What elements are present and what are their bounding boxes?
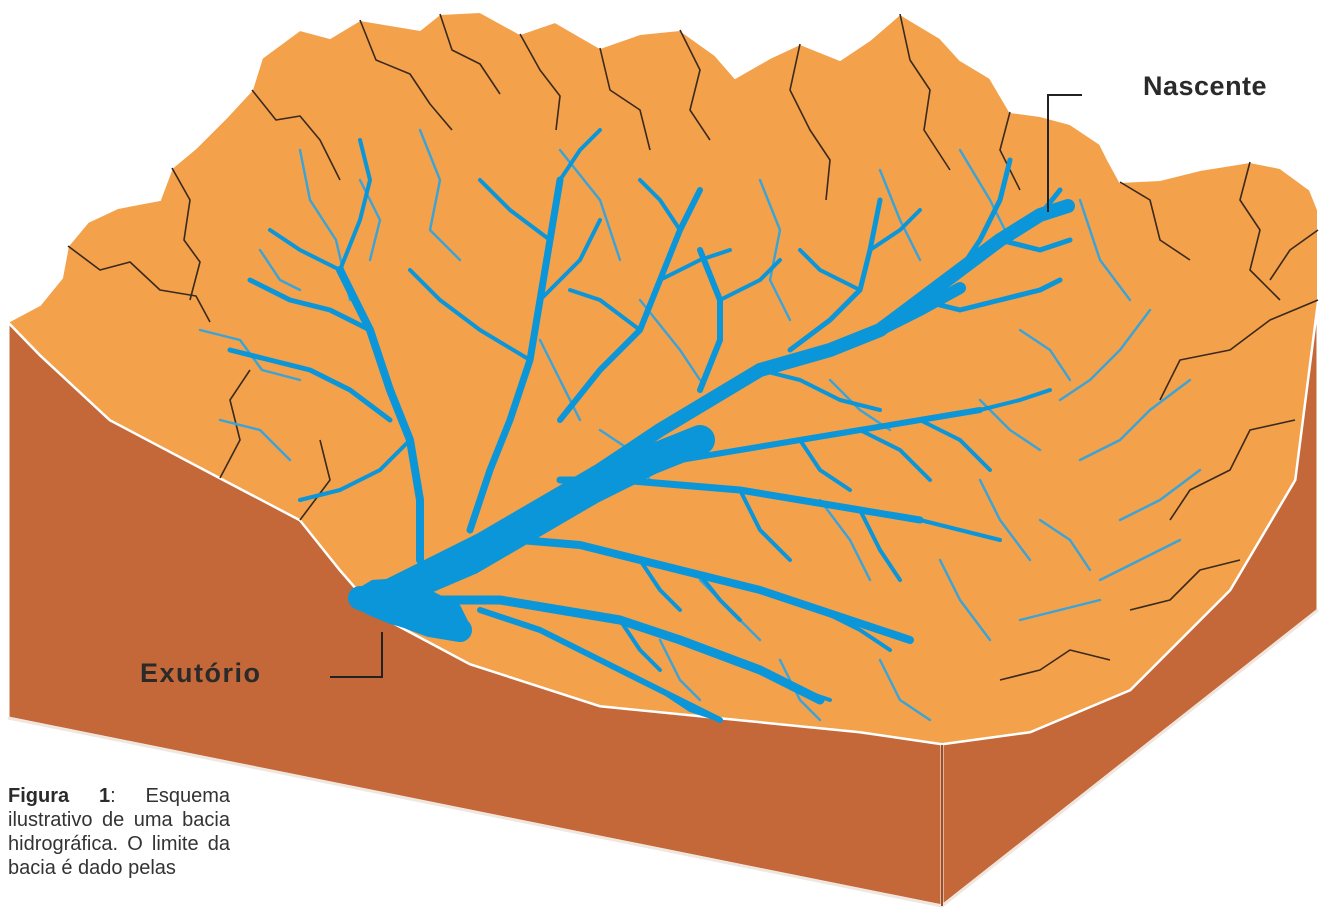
source-label: Nascente	[1143, 71, 1267, 102]
figure-caption: Figura 1: Esquema ilustrativo de uma bac…	[8, 784, 230, 880]
caption-title: Figura 1	[8, 785, 110, 807]
outlet-label: Exutório	[140, 658, 262, 689]
